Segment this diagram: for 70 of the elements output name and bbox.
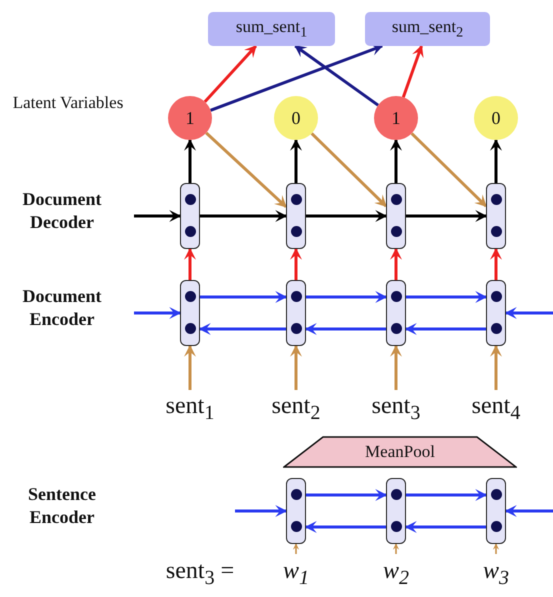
arrow [390,248,402,280]
arrow [404,521,486,533]
arrow [390,344,402,390]
arrow [198,323,286,335]
arrow [406,489,488,501]
arrow [492,543,500,554]
sentence-label: sent$_{1}$ [156,390,224,428]
arrow [210,44,384,112]
hidden-state-cell [386,183,406,249]
arrow [134,307,182,319]
arrow [504,505,553,517]
arrow [290,248,302,280]
arrow [304,323,386,335]
arrow [290,138,302,183]
arrow [184,344,196,390]
arrow [304,521,386,533]
word-label: w$_{1}$ [274,554,318,594]
output-box: sum_sent$_{1}$ [208,12,335,46]
hidden-state-cell [486,183,506,249]
arrow [490,138,502,183]
arrow [490,344,502,390]
arrow [235,505,288,517]
sentence-label: sent$_{3}$ [362,390,430,428]
arrow [200,210,288,222]
row-label: Sentence Encoder [27,483,97,528]
sentence-label: sent$_{2}$ [262,390,330,428]
arrow [504,307,553,319]
arrow [292,543,300,554]
arrow [184,248,196,280]
arrow [490,248,502,280]
latent-variable-circle: 1 [374,96,418,140]
arrow [306,291,388,303]
pooling-trapezoid: MeanPool [283,436,517,468]
arrow [404,323,486,335]
word-label: w$_{2}$ [374,554,418,594]
arrow [290,344,302,390]
arrow [390,138,402,183]
arrow [184,138,196,183]
hidden-state-cell [286,478,306,544]
hidden-state-cell [386,478,406,544]
row-label: Document Encoder [22,285,102,330]
arrow [200,291,288,303]
arrow [392,543,400,554]
hidden-state-cell [386,280,406,346]
arrow [406,210,488,222]
arrow [402,44,424,98]
arrow [306,210,388,222]
arrow [205,132,288,208]
word-label: w$_{3}$ [474,554,518,594]
row-label: Document Decoder [22,188,102,233]
latent-variable-circle: 0 [274,96,318,140]
hidden-state-cell [286,183,306,249]
arrow [294,44,379,106]
arrow [204,44,257,103]
hidden-state-cell [286,280,306,346]
hidden-state-cell [180,280,200,346]
arrow [310,132,388,208]
row-label: Latent Variables [12,92,124,114]
arrow [410,132,488,208]
equation-label: sent$_{3}$ = [164,557,236,591]
arrow [406,291,488,303]
sentence-label: sent$_{4}$ [462,390,530,428]
hidden-state-cell [180,183,200,249]
output-box: sum_sent$_{2}$ [365,12,490,46]
arrow [134,210,182,222]
hidden-state-cell [486,478,506,544]
latent-variable-circle: 1 [168,96,212,140]
hidden-state-cell [486,280,506,346]
arrow [306,489,388,501]
latent-variable-circle: 0 [474,96,518,140]
